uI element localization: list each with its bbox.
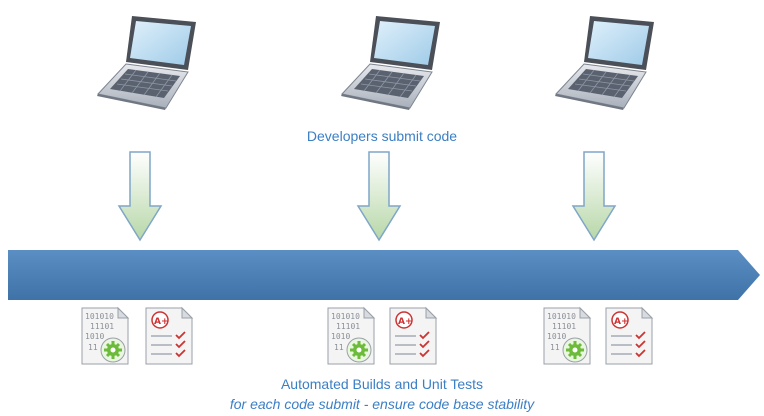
timeline-arrow xyxy=(8,250,760,300)
down-arrow-icon xyxy=(571,150,617,242)
stability-subtitle: for each code submit - ensure code base … xyxy=(229,396,535,412)
laptop-icon xyxy=(92,12,204,110)
test-report-icon xyxy=(602,306,656,366)
build-file-icon xyxy=(324,306,378,366)
test-report-icon xyxy=(142,306,196,366)
test-report-icon xyxy=(386,306,440,366)
laptop-icon xyxy=(336,12,448,110)
down-arrow-icon xyxy=(356,150,402,242)
automated-builds-label: Automated Builds and Unit Tests xyxy=(280,376,484,392)
laptop-icon xyxy=(550,12,662,110)
build-file-icon xyxy=(78,306,132,366)
build-file-icon xyxy=(540,306,594,366)
developers-label: Developers submit code xyxy=(306,128,458,144)
down-arrow-icon xyxy=(117,150,163,242)
